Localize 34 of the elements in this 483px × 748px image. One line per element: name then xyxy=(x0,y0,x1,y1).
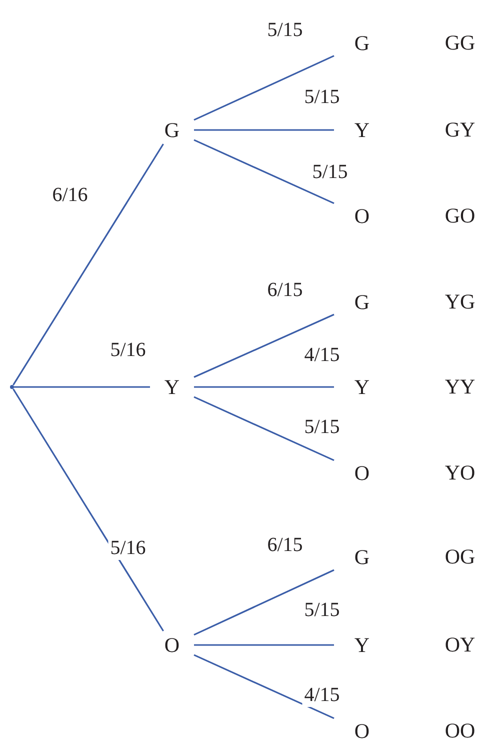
branch-line xyxy=(194,314,334,378)
outcome-letter: O xyxy=(354,718,370,744)
outcome-letter: O xyxy=(354,204,370,228)
outcome-label: OG xyxy=(444,544,476,570)
outcome-label: YG xyxy=(444,290,476,314)
outcome-letter: G xyxy=(354,544,370,570)
outcome-label: OY xyxy=(444,632,476,658)
outcome-letter: G xyxy=(164,118,180,142)
branch-line xyxy=(194,129,334,131)
outcome-label: GO xyxy=(444,204,476,228)
outcome-letter: G xyxy=(354,30,370,56)
outcome-letter: O xyxy=(164,632,180,658)
outcome-letter: Y xyxy=(164,374,180,400)
branch-line xyxy=(194,654,334,720)
outcome-letter: Y xyxy=(354,632,370,658)
branch-line xyxy=(194,139,334,204)
outcome-letter: O xyxy=(354,460,370,486)
outcome-label: OO xyxy=(444,718,476,744)
branch-point xyxy=(10,385,14,389)
outcome-label: GG xyxy=(444,30,476,56)
branch-line xyxy=(194,396,334,462)
outcome-label: YO xyxy=(444,460,476,486)
branch-line xyxy=(194,569,334,636)
branch-line xyxy=(194,644,334,646)
branch-line xyxy=(194,55,334,121)
outcome-letter: Y xyxy=(354,118,370,142)
branch-line xyxy=(14,386,150,388)
outcome-letter: Y xyxy=(354,374,370,400)
branch-line xyxy=(194,386,334,388)
branch-line xyxy=(12,388,164,632)
outcome-label: YY xyxy=(444,374,476,400)
outcome-letter: G xyxy=(354,290,370,314)
branch-line xyxy=(12,144,164,386)
outcome-label: GY xyxy=(444,118,476,142)
